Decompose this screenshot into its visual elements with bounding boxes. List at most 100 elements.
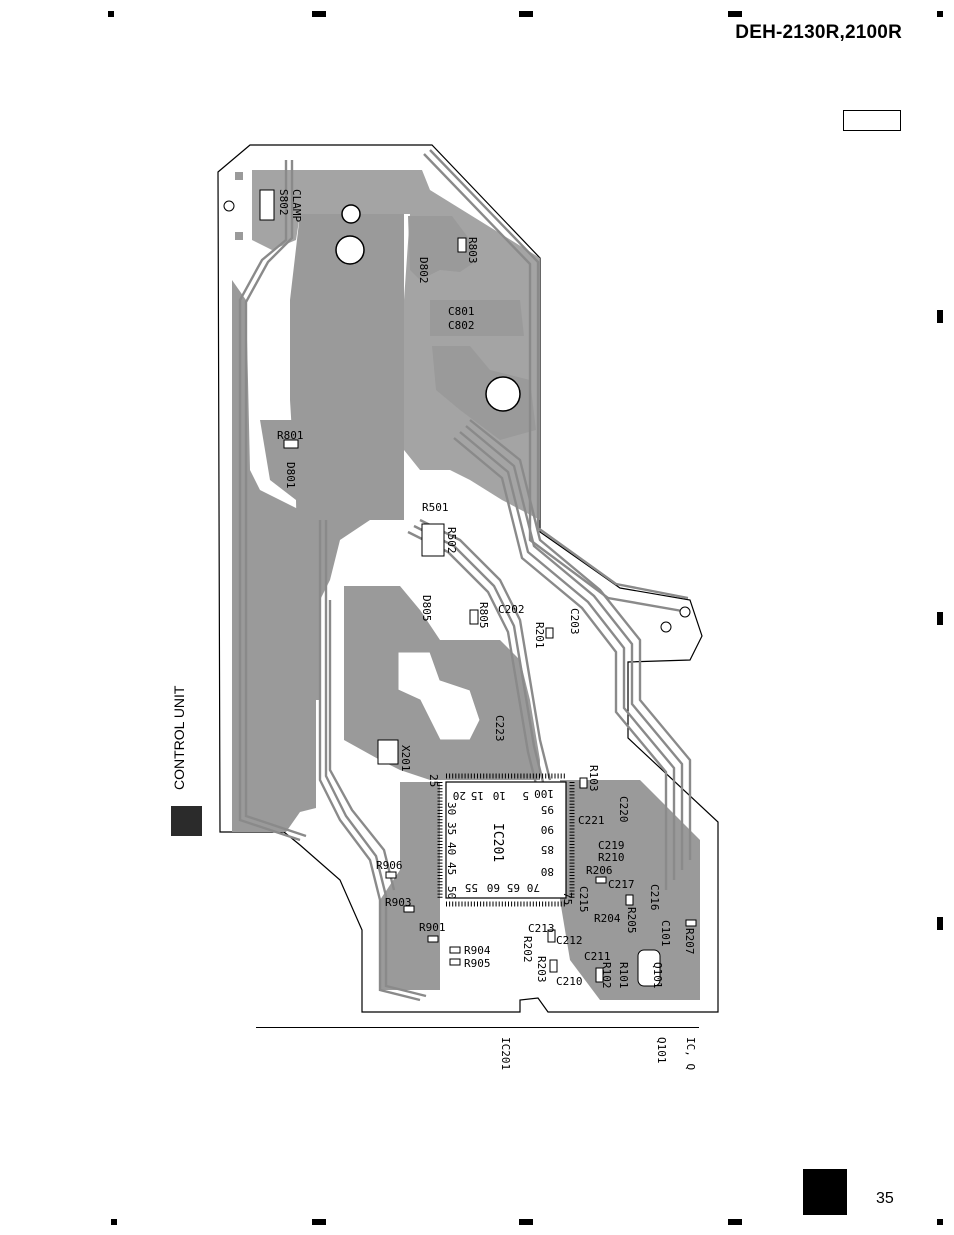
label-r901: R901 bbox=[419, 921, 446, 934]
pin-number: 100 bbox=[534, 787, 554, 800]
label-c215: C215 bbox=[577, 886, 590, 913]
model-title: DEH-2130R,2100R bbox=[735, 22, 902, 43]
pin-number: 30 bbox=[445, 802, 458, 815]
pin-number: 75 bbox=[561, 892, 574, 905]
pin-number: 20 bbox=[453, 789, 466, 802]
label-c219: C219 bbox=[598, 839, 625, 852]
pin-number: 85 bbox=[541, 843, 554, 856]
pin-number: 35 bbox=[445, 822, 458, 835]
label-c220: C220 bbox=[617, 796, 630, 823]
label-r103: R103 bbox=[587, 765, 600, 792]
label-r210: R210 bbox=[598, 851, 625, 864]
label-c210: C210 bbox=[556, 975, 583, 988]
label-r905: R905 bbox=[464, 957, 491, 970]
label-d802: D802 bbox=[417, 257, 430, 284]
pin-number: 95 bbox=[541, 803, 554, 816]
ic201-pins bbox=[437, 773, 575, 907]
component-symbols bbox=[259, 189, 697, 987]
legend-q101: Q101 bbox=[655, 1037, 668, 1064]
label-r906: R906 bbox=[376, 859, 403, 872]
label-c217: C217 bbox=[608, 878, 635, 891]
mounting-hole bbox=[335, 235, 365, 265]
label-r203: R203 bbox=[535, 956, 548, 983]
mounting-hole bbox=[485, 376, 521, 412]
legend-divider bbox=[256, 1027, 699, 1028]
label-r801: R801 bbox=[277, 429, 304, 442]
label-c213: C213 bbox=[528, 922, 555, 935]
label-r102: R102 bbox=[600, 962, 613, 989]
component-labels: CLAMP S802 R803 D802 C801 C802 R801 D801… bbox=[277, 189, 696, 989]
label-c203: C203 bbox=[568, 608, 581, 635]
pin-number: 90 bbox=[541, 823, 554, 836]
label-c211: C211 bbox=[584, 950, 611, 963]
mounting-hole bbox=[679, 606, 691, 618]
label-c216: C216 bbox=[648, 884, 661, 911]
pin-number: 15 bbox=[471, 789, 484, 802]
label-c223: C223 bbox=[493, 715, 506, 742]
label-d805: D805 bbox=[420, 595, 433, 622]
label-c801: C801 bbox=[448, 305, 475, 318]
label-r501: R501 bbox=[422, 501, 449, 514]
label-d801: D801 bbox=[284, 462, 297, 489]
pin-number: 80 bbox=[541, 865, 554, 878]
pin-number: 45 bbox=[445, 862, 458, 875]
label-clamp: CLAMP bbox=[290, 189, 303, 222]
label-r207: R207 bbox=[683, 928, 696, 955]
label-r204: R204 bbox=[594, 912, 621, 925]
pin-number: 25 bbox=[427, 774, 440, 787]
registration-mark bbox=[937, 1219, 943, 1225]
section-marker bbox=[171, 806, 202, 836]
pad bbox=[235, 232, 243, 240]
registration-mark bbox=[111, 1219, 117, 1225]
mounting-hole bbox=[341, 204, 361, 224]
mounting-hole bbox=[660, 621, 672, 633]
label-r904: R904 bbox=[464, 944, 491, 957]
label-r206: R206 bbox=[586, 864, 613, 877]
pin-number: 50 bbox=[445, 886, 458, 899]
label-s802: S802 bbox=[277, 189, 290, 216]
registration-mark bbox=[728, 1219, 742, 1225]
label-r803: R803 bbox=[466, 237, 479, 264]
pin-number: 65 bbox=[507, 881, 520, 894]
registration-mark bbox=[937, 917, 943, 930]
registration-mark bbox=[519, 11, 533, 17]
pad bbox=[235, 172, 243, 180]
pin-number: 60 bbox=[487, 881, 500, 894]
pin-number: 40 bbox=[445, 842, 458, 855]
label-r201: R201 bbox=[533, 622, 546, 649]
registration-mark bbox=[312, 1219, 326, 1225]
registration-mark bbox=[312, 11, 326, 17]
registration-mark bbox=[519, 1219, 533, 1225]
label-x201: X201 bbox=[399, 745, 412, 772]
copper-pour bbox=[290, 214, 404, 700]
label-c802: C802 bbox=[448, 319, 475, 332]
registration-mark bbox=[728, 11, 742, 17]
ic201-body bbox=[445, 781, 567, 899]
copper-pour bbox=[430, 300, 524, 336]
registration-mark bbox=[937, 612, 943, 625]
copper-pour bbox=[232, 280, 316, 832]
label-r205: R205 bbox=[625, 907, 638, 934]
label-q101: Q101 bbox=[651, 962, 664, 989]
pin-number: 55 bbox=[465, 881, 478, 894]
copper-pour bbox=[260, 420, 330, 500]
page-number: 35 bbox=[876, 1190, 894, 1207]
copper-pour bbox=[397, 651, 481, 741]
label-ic201: IC201 bbox=[490, 823, 505, 862]
pin-number: 10 bbox=[493, 789, 506, 802]
copper-pour bbox=[432, 346, 536, 440]
label-r101: R101 bbox=[617, 962, 630, 989]
legend-ic-q: IC, Q bbox=[684, 1037, 697, 1071]
label-r903: R903 bbox=[385, 896, 412, 909]
registration-mark bbox=[937, 11, 943, 17]
label-c101: C101 bbox=[659, 920, 672, 947]
label-c202: C202 bbox=[498, 603, 525, 616]
reference-box bbox=[843, 110, 901, 131]
copper-pour bbox=[380, 782, 440, 990]
ic-pin-numbers: 5 10 15 20 25 30 35 40 45 50 55 60 65 70… bbox=[427, 774, 574, 905]
pin-number: 70 bbox=[527, 881, 540, 894]
mounting-hole bbox=[223, 200, 235, 212]
label-c221: C221 bbox=[578, 814, 605, 827]
pin-number: 5 bbox=[522, 789, 529, 802]
